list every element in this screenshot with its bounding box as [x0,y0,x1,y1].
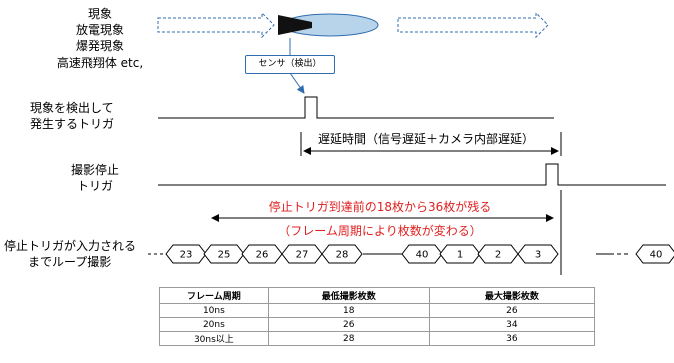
frame-number: 26 [256,250,269,261]
column-header-frame-period: フレーム周期 [159,287,269,304]
frame-cell: 27 [281,244,323,264]
table-cell: 10ns [159,303,269,318]
remaining-frames-subnote: （フレーム周期により枚数が変わる） [278,224,482,238]
phenomena-item-explosion: 爆発現象 [75,39,124,53]
phenomena-heading: 現象 [87,7,112,21]
frame-number: 23 [180,250,193,261]
frame-hexagon [517,244,559,264]
frame-number: 28 [336,250,349,261]
detect-trigger-label-line1: 現象を検出して [30,101,114,115]
frame-cell: 2 [477,244,519,264]
frame-cell: 40 [635,244,674,264]
stop-trigger-label-line1: 撮影停止 [70,163,119,177]
table-cell: 26 [428,303,596,318]
phenomena-item-discharge: 放電現象 [75,23,124,37]
sensor-label: センサ（検出） [245,55,335,74]
frame-number: 40 [416,250,429,261]
sensor-arrow [289,72,305,94]
loop-label-line2: までループ撮影 [28,255,112,269]
projectile-icon [278,13,379,37]
frame-number: 3 [535,250,541,261]
frame-number: 27 [296,250,309,261]
detect-trigger-signal [158,96,554,119]
delay-time-label: 遅延時間（信号遅延＋カメラ内部遅延） [318,132,535,146]
frame-cell: 28 [321,244,363,264]
frame-number: 40 [650,250,663,261]
frame-count-table: フレーム周期 最低撮影枚数 最大撮影枚数 10ns 18 26 20ns 26 … [159,287,596,346]
column-header-max-frames: 最大撮影枚数 [428,287,596,304]
table-cell: 34 [428,317,596,332]
column-header-min-frames: 最低撮影枚数 [267,287,430,304]
table-row: 20ns 26 34 [159,317,596,332]
table-row: 10ns 18 26 [159,303,596,318]
projectile-path-left [157,11,275,39]
frame-number: 25 [218,250,231,261]
frame-hexagon [321,244,363,264]
table-header-row: フレーム周期 最低撮影枚数 最大撮影枚数 [159,287,596,304]
table-cell: 18 [267,303,430,318]
table-cell: 26 [267,317,430,332]
frame-number: 2 [495,250,501,261]
frame-cell: 23 [165,244,207,264]
projectile-path-right [397,11,549,39]
remaining-frames-note: 停止トリガ到達前の18枚から36枚が残る [268,200,492,214]
detect-trigger-label-line2: 発生するトリガ [30,117,115,131]
frame-cell: 1 [439,244,481,264]
loop-label-line1: 停止トリガが入力される [4,239,137,253]
frame-cell: 3 [517,244,559,264]
frame-cell: 40 [401,244,443,264]
table-cell: 20ns [159,317,269,332]
frame-hexagon [635,244,674,264]
frame-number: 1 [457,250,463,261]
stop-trigger-label-line2: トリガ [76,179,113,193]
frame-cell: 26 [241,244,283,264]
table-cell: 36 [428,331,596,346]
table-cell: 28 [267,331,430,346]
table-row: 30ns以上 28 36 [159,331,596,346]
frame-cell: 25 [203,244,245,264]
stop-trigger-signal [158,163,666,186]
table-cell: 30ns以上 [159,331,269,346]
phenomena-item-projectile: 高速飛翔体 etc, [56,56,144,70]
